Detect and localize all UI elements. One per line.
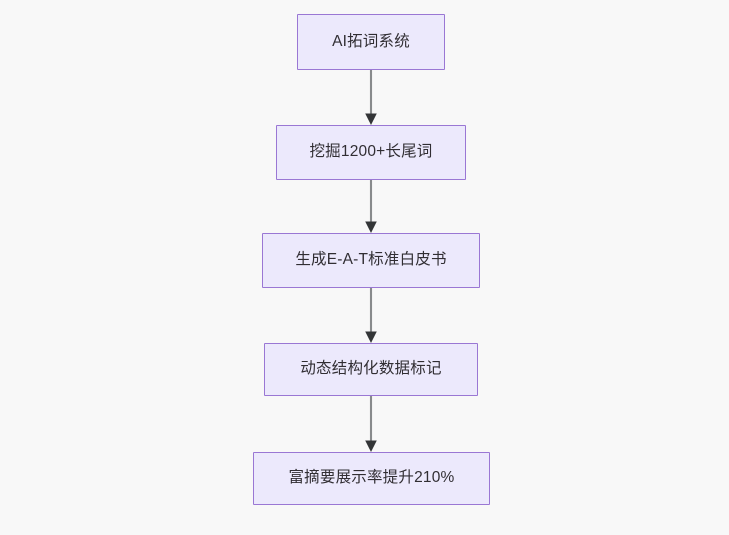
- node-label: 挖掘1200+长尾词: [309, 143, 433, 161]
- node-label: 生成E-A-T标准白皮书: [295, 251, 447, 269]
- node-label: 富摘要展示率提升210%: [288, 469, 455, 487]
- edge-n3-n4: [365, 288, 377, 343]
- flowchart-node-rich-snippet-impression-uplift[interactable]: 富摘要展示率提升210%: [253, 452, 490, 505]
- flowchart-node-ai-keyword-system[interactable]: AI拓词系统: [297, 14, 445, 70]
- edge-n4-n5: [365, 396, 377, 452]
- node-label: 动态结构化数据标记: [300, 360, 442, 378]
- edge-n2-n3: [365, 180, 377, 233]
- flowchart-node-generate-eat-whitepaper[interactable]: 生成E-A-T标准白皮书: [262, 233, 480, 288]
- node-label: AI拓词系统: [332, 32, 410, 50]
- flowchart-node-dynamic-structured-data-markup[interactable]: 动态结构化数据标记: [264, 343, 478, 396]
- edge-n1-n2: [365, 70, 377, 125]
- flowchart-node-mine-longtail-keywords[interactable]: 挖掘1200+长尾词: [276, 125, 466, 180]
